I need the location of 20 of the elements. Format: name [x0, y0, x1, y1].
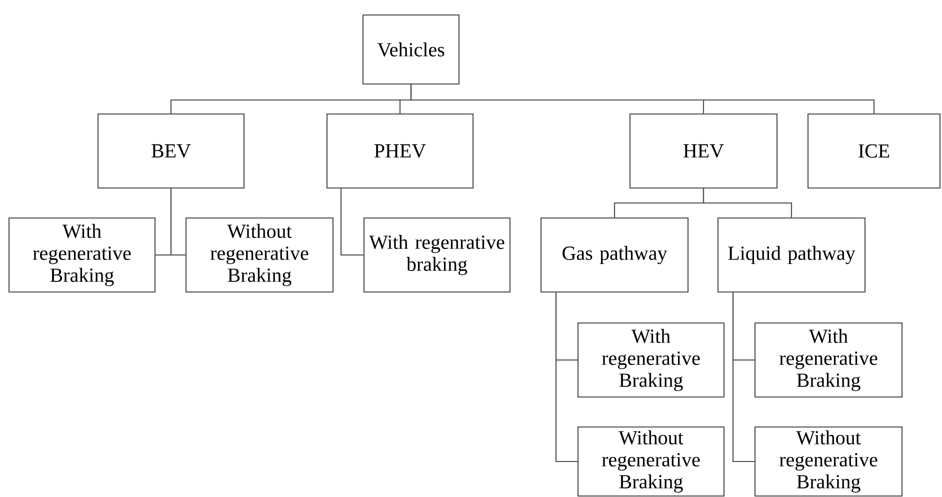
connector-line	[555, 292, 578, 462]
connector-line	[170, 188, 186, 256]
category-box: Gas pathway	[540, 217, 689, 293]
connector-line	[340, 188, 364, 256]
category-box: ICE	[807, 113, 941, 189]
category-box: BEV	[97, 113, 245, 189]
category-box: Vehicles	[362, 14, 460, 85]
connector-line	[410, 84, 875, 114]
category-box: With regenerative Braking	[577, 322, 725, 398]
category-box: HEV	[629, 113, 778, 189]
category-box: Without regenerative Braking	[185, 217, 334, 293]
category-box: PHEV	[326, 113, 474, 189]
connector-line	[732, 292, 754, 462]
category-box: Without regenerative Braking	[754, 426, 903, 497]
connector-line	[702, 188, 792, 218]
category-box: With regenerative Braking	[8, 217, 156, 293]
category-box: With regenerative Braking	[754, 322, 903, 398]
category-box: Liquid pathway	[717, 217, 866, 293]
category-box: With regenrative braking	[363, 217, 511, 293]
category-box: Without regenerative Braking	[577, 426, 725, 497]
